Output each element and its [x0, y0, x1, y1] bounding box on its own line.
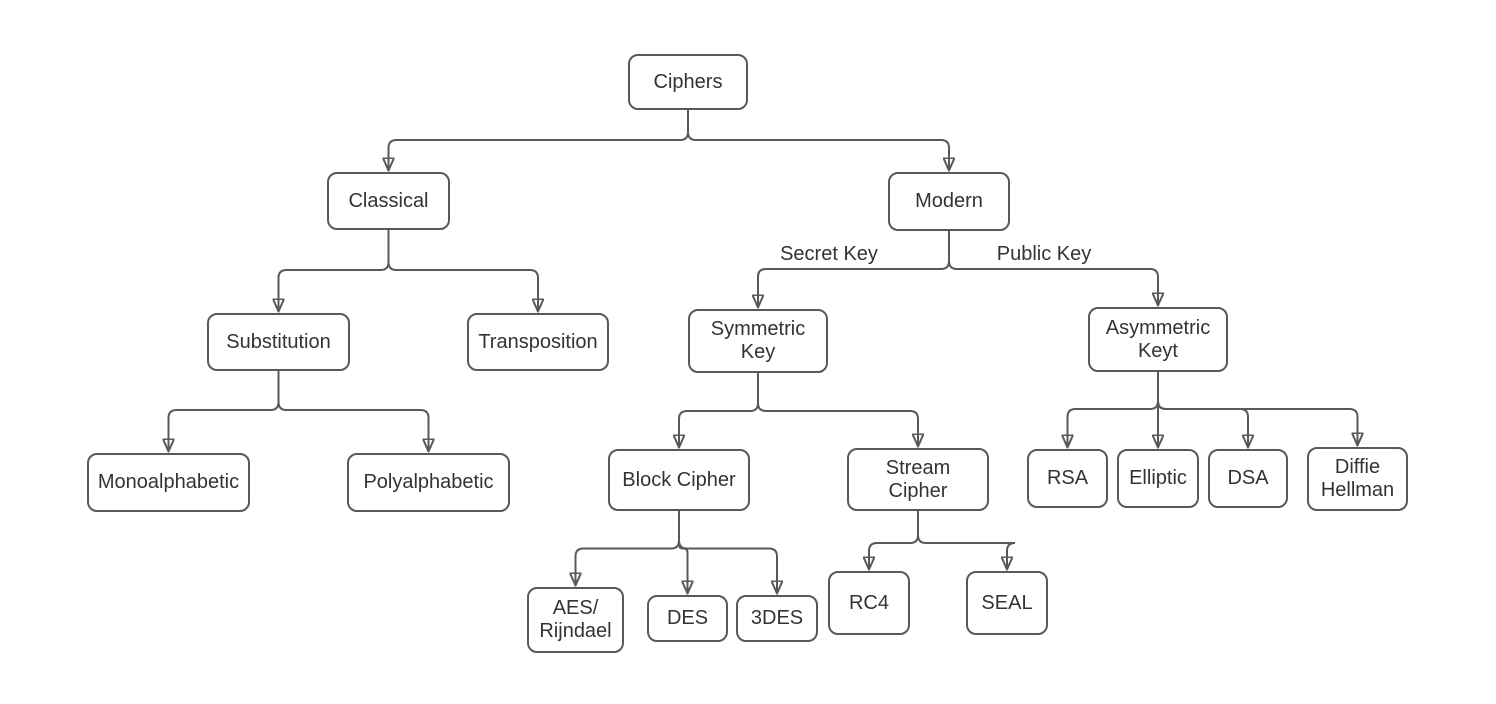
node-classical[interactable]: Classical — [327, 172, 450, 230]
node-seal[interactable]: SEAL — [966, 571, 1048, 635]
edge-label-public-key: Public Key — [994, 243, 1094, 266]
node-des[interactable]: DES — [647, 595, 728, 642]
node-elliptic[interactable]: Elliptic — [1117, 449, 1199, 508]
node-elliptic-label: Elliptic — [1129, 467, 1187, 489]
node-des-label: DES — [666, 607, 709, 629]
node-diffie-hellman-label: Diffie Hellman — [1320, 456, 1395, 501]
node-aes-rijndael-label: AES/ Rijndael — [539, 597, 612, 642]
edge-symmetric-block-cipher — [679, 373, 759, 447]
edge-asymmetric-rsa — [1068, 372, 1159, 447]
node-3des-label: 3DES — [750, 607, 804, 629]
edge-substitution-polyalphabetic — [277, 371, 429, 451]
node-asymmetric-key[interactable]: Asymmetric Keyt — [1088, 307, 1228, 372]
node-dsa[interactable]: DSA — [1208, 449, 1288, 508]
node-modern[interactable]: Modern — [888, 172, 1010, 231]
node-asymmetric-key-label: Asymmetric Keyt — [1105, 316, 1211, 362]
node-polyalphabetic-label: Polyalphabetic — [363, 471, 494, 493]
edge-substitution-monoalphabetic — [169, 371, 280, 451]
node-dsa-label: DSA — [1227, 467, 1269, 489]
node-transposition[interactable]: Transposition — [467, 313, 609, 371]
node-rc4[interactable]: RC4 — [828, 571, 910, 635]
node-seal-label: SEAL — [981, 591, 1033, 614]
node-aes-rijndael[interactable]: AES/ Rijndael — [527, 587, 624, 653]
node-rsa[interactable]: RSA — [1027, 449, 1108, 508]
node-monoalphabetic-label: Monoalphabetic — [97, 471, 240, 493]
node-diffie-hellman[interactable]: Diffie Hellman — [1307, 447, 1408, 511]
edge-stream-seal — [917, 511, 1016, 569]
edge-block-aes — [576, 511, 680, 585]
edge-asymmetric-diffie — [1157, 372, 1358, 445]
node-block-cipher[interactable]: Block Cipher — [608, 449, 750, 511]
node-transposition-label: Transposition — [478, 330, 598, 353]
node-ciphers-label: Ciphers — [653, 70, 723, 93]
edge-modern-asymmetric — [948, 231, 1158, 305]
node-stream-cipher[interactable]: Stream Cipher — [847, 448, 989, 511]
node-stream-cipher-label: Stream Cipher — [885, 456, 951, 502]
node-ciphers[interactable]: Ciphers — [628, 54, 748, 110]
node-substitution[interactable]: Substitution — [207, 313, 350, 371]
edge-symmetric-stream-cipher — [757, 373, 918, 446]
edge-ciphers-classical — [389, 110, 689, 170]
node-symmetric-key[interactable]: Symmetric Key — [688, 309, 828, 373]
edge-classical-transposition — [387, 230, 539, 311]
node-rc4-label: RC4 — [848, 591, 889, 614]
edge-block-3des — [678, 511, 777, 593]
node-monoalphabetic[interactable]: Monoalphabetic — [87, 453, 250, 512]
node-classical-label: Classical — [348, 189, 429, 212]
edge-ciphers-modern — [687, 110, 949, 170]
node-rsa-label: RSA — [1046, 467, 1089, 489]
edge-stream-rc4 — [869, 511, 919, 569]
edge-block-des — [678, 511, 688, 593]
node-modern-label: Modern — [915, 190, 983, 212]
node-symmetric-key-label: Symmetric Key — [710, 318, 806, 363]
node-block-cipher-label: Block Cipher — [622, 468, 736, 491]
node-substitution-label: Substitution — [226, 330, 331, 353]
node-3des[interactable]: 3DES — [736, 595, 818, 642]
node-polyalphabetic[interactable]: Polyalphabetic — [347, 453, 510, 512]
edge-classical-substitution — [279, 230, 390, 311]
edge-label-secret-key: Secret Key — [778, 243, 880, 266]
